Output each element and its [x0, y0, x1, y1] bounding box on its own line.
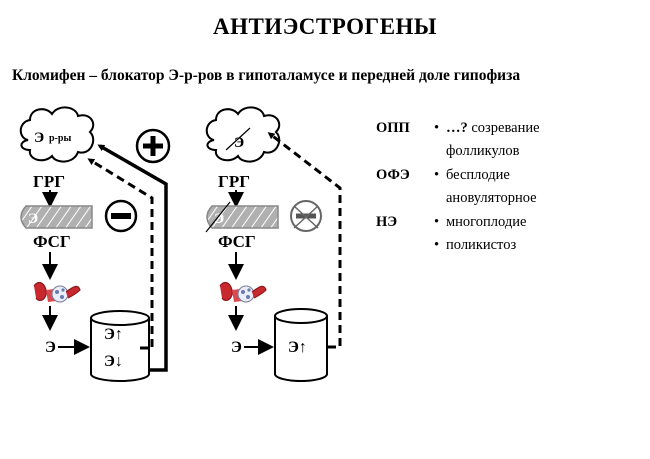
effect-emphasis: …? — [446, 120, 468, 136]
estrogen-cylinder: Э↑ Э↓ — [90, 310, 150, 382]
estrogen-label-right: Э — [231, 339, 242, 356]
ovary-icon — [33, 281, 81, 303]
right-scheme: Э ГРГ Э ФСГ Э — [205, 106, 342, 382]
estrogen-label: Э — [45, 339, 56, 356]
cylinder-e-up: Э↑ — [104, 326, 123, 343]
pituitary-bar: Э — [20, 205, 93, 229]
abbr-label: ОФЭ — [376, 167, 410, 183]
effect-text: многоплодие — [446, 214, 527, 230]
cloud-e-label: Э — [34, 130, 44, 146]
ovary-icon-right — [219, 281, 267, 303]
bullet: • — [434, 214, 440, 230]
effect-text: созревание — [467, 120, 540, 136]
abbr-label: НЭ — [376, 214, 398, 230]
fsg-label: ФСГ — [33, 232, 71, 251]
bullet: • — [434, 167, 440, 183]
effect-text: фолликулов — [446, 143, 520, 159]
pituitary-e-label-right: Э — [214, 211, 224, 227]
blocked-feedback-dashed-arrow — [267, 132, 342, 349]
hypothalamus-cloud-blocked: Э — [205, 106, 281, 163]
subtitle: Кломифен – блокатор Э-р-ров в гипоталаму… — [12, 67, 521, 84]
bullet: • — [434, 120, 440, 136]
cross-line-pituitary — [205, 201, 231, 233]
negative-feedback-dashed-arrow — [87, 158, 154, 350]
fsg-label-right: ФСГ — [218, 232, 256, 251]
abbr-label: ОПП — [376, 120, 410, 136]
minus-icon — [104, 199, 138, 233]
cylinder-e-up-right: Э↑ — [288, 339, 307, 356]
effect-text: поликистоз — [446, 237, 517, 253]
grg-label-right: ГРГ — [218, 172, 250, 191]
cross-line-cloud — [225, 127, 251, 151]
grg-label: ГРГ — [33, 172, 65, 191]
left-scheme: Э р-ры ГРГ Э ФСГ — [19, 106, 171, 382]
page-title: АНТИЭСТРОГЕНЫ — [212, 14, 438, 39]
pituitary-e-label: Э — [28, 211, 38, 227]
pituitary-bar-right: Э — [205, 201, 279, 233]
cloud-receptor-label: р-ры — [49, 133, 71, 144]
cylinder-e-down: Э↓ — [104, 353, 123, 370]
effect-text: ановуляторное — [446, 190, 537, 206]
crossed-minus-icon — [290, 200, 322, 232]
hypothalamus-cloud: Э р-ры — [19, 106, 95, 163]
effect-text: бесплодие — [446, 167, 510, 183]
cloud-e-label-right: Э — [234, 135, 244, 151]
bullet: • — [434, 237, 440, 253]
positive-feedback-arrow — [97, 144, 168, 372]
estrogen-cylinder-right: Э↑ — [274, 308, 328, 382]
plus-icon — [135, 128, 171, 164]
